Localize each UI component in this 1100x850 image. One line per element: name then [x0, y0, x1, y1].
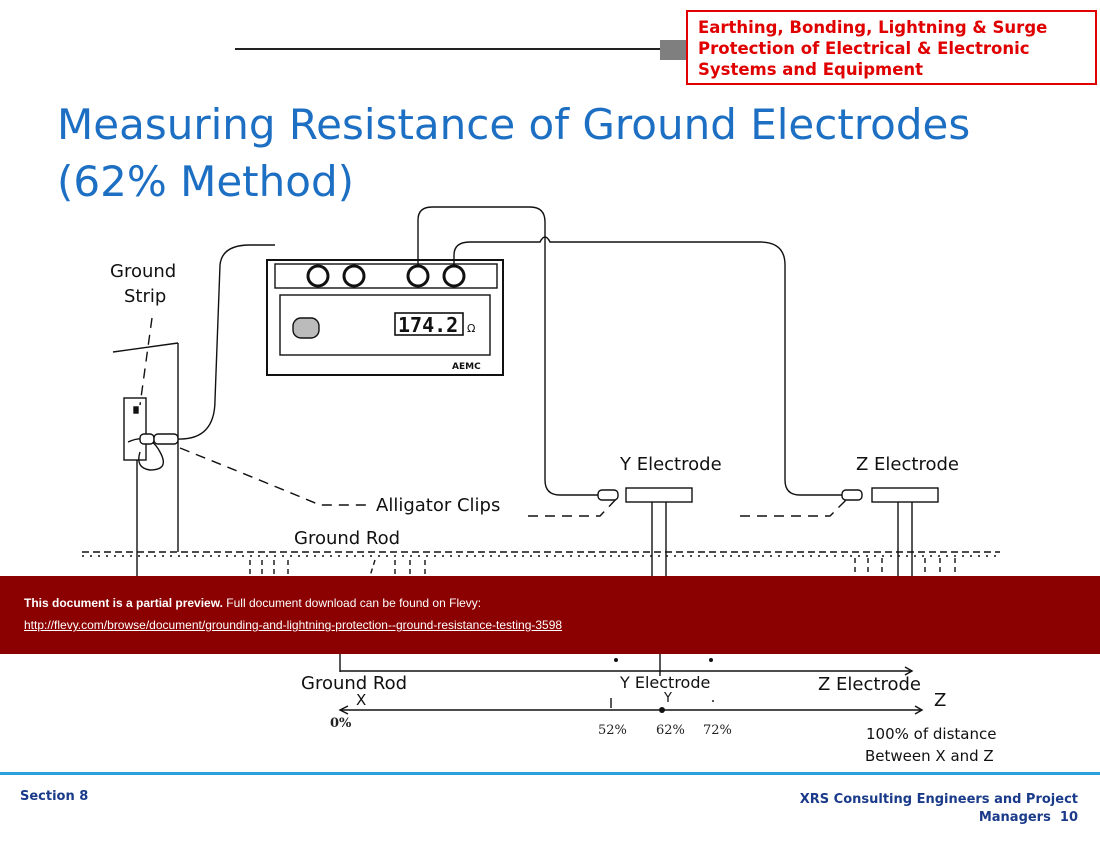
header-title-line-2: Protection of Electrical & Electronic	[698, 39, 1030, 58]
label-ground-rod-bottom: Ground Rod	[301, 673, 408, 694]
tester-unit: Ω	[467, 322, 475, 335]
footer-company-line-1: XRS Consulting Engineers and Project	[799, 792, 1078, 807]
tester-display: 174.2	[398, 313, 458, 337]
label-ground-rod: Ground Rod	[294, 528, 401, 549]
label-z-electrode-bottom: Z Electrode	[818, 674, 921, 695]
label-pct-52: 52%	[598, 723, 627, 738]
preview-download-link[interactable]: http://flevy.com/browse/document/groundi…	[24, 618, 563, 632]
header-title-line-1: Earthing, Bonding, Lightning & Surge	[698, 18, 1048, 37]
header-title-line-3: Systems and Equipment	[698, 60, 924, 79]
preview-text: Full document download can be found on F…	[226, 596, 482, 610]
label-ground-strip-2: Strip	[124, 286, 167, 307]
footer-company-line-2: Managers	[978, 810, 1051, 825]
preview-banner: This document is a partial preview. Full…	[0, 576, 1100, 654]
header-rule	[235, 48, 665, 50]
footer-section: Section 8	[20, 789, 89, 804]
tester-brand: AEMC	[452, 362, 481, 372]
label-alligator-clips: Alligator Clips	[376, 495, 501, 516]
y-electrode-head	[625, 487, 693, 503]
label-pct-62: 62%	[656, 723, 685, 738]
footer-rule	[0, 772, 1100, 775]
z-electrode-head	[871, 487, 939, 503]
label-distance-1: 100% of distance	[866, 725, 997, 743]
ground-strip-wire	[112, 342, 179, 353]
label-z-electrode: Z Electrode	[856, 454, 959, 475]
label-ground-strip-1: Ground	[110, 261, 177, 282]
label-pct-0: 0%	[330, 716, 352, 731]
slide-title-line-2: (62% Method)	[57, 157, 354, 206]
header-title-box: Earthing, Bonding, Lightning & Surge Pro…	[686, 10, 1097, 85]
footer-company: XRS Consulting Engineers and Project Man…	[700, 791, 1078, 827]
slide-title-line-1: Measuring Resistance of Ground Electrode…	[57, 100, 971, 149]
label-y-marker: Y	[664, 691, 672, 706]
label-y-electrode-bottom: Y Electrode	[620, 673, 711, 692]
label-z-marker: Z	[934, 690, 947, 711]
slide-title: Measuring Resistance of Ground Electrode…	[57, 96, 1057, 210]
ground-strip-pointer	[139, 317, 153, 406]
label-distance-2: Between X and Z	[865, 747, 994, 765]
ground-strip-clamp	[123, 397, 147, 461]
label-pct-72: 72%	[703, 723, 732, 738]
header-tab	[660, 40, 686, 60]
label-x-marker: X	[356, 691, 367, 709]
footer-page-number: 10	[1059, 810, 1078, 825]
preview-bold-text: This document is a partial preview.	[24, 596, 223, 610]
label-y-electrode: Y Electrode	[620, 454, 722, 475]
